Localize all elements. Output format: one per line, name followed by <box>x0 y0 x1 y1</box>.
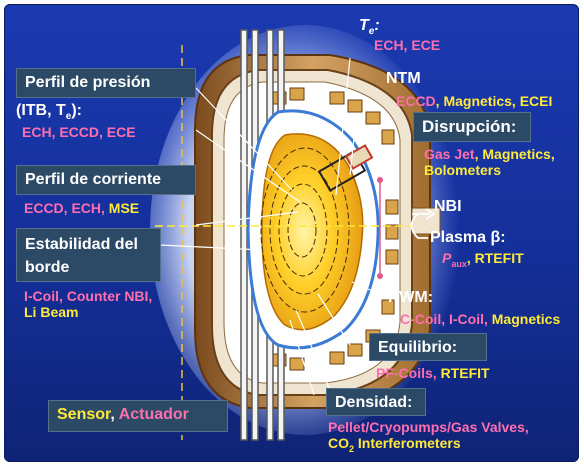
rwm-title: RWM: <box>388 289 433 307</box>
perfil-presion-box: Perfil de presión <box>16 68 196 98</box>
te-methods: ECH, ECE <box>374 37 440 53</box>
disrupcion-box: Disrupción: <box>413 112 531 142</box>
densidad-box: Densidad: <box>326 388 426 416</box>
plasma-beta-methods: Paux, RTEFIT <box>442 250 524 269</box>
equilibrio-methods: PF-Coils, RTEFIT <box>376 365 490 381</box>
rwm-methods: C-Coil, I-Coil, Magnetics <box>400 311 560 327</box>
disrupcion-methods: Gas Jet, Magnetics, Bolometers <box>424 146 555 178</box>
perfil-corriente-methods: ECCD, ECH, MSE <box>24 200 139 216</box>
legend-box: Sensor, Actuador <box>48 400 228 432</box>
equilibrio-box: Equilibrio: <box>369 333 487 361</box>
nbi-label: NBI <box>434 198 462 216</box>
perfil-presion-subtitle: (ITB, Te): <box>16 102 82 123</box>
ntm-title: NTM <box>386 70 421 88</box>
ntm-methods: ECCD, Magnetics, ECEI <box>396 93 552 109</box>
perfil-presion-methods: ECH, ECCD, ECE <box>22 124 136 140</box>
perfil-corriente-box: Perfil de corriente <box>16 165 196 195</box>
estabilidad-methods: I-Coil, Counter NBI, Li Beam <box>24 288 152 320</box>
densidad-methods: Pellet/Cryopumps/Gas Valves, CO2 Interfe… <box>328 419 529 454</box>
estabilidad-box: Estabilidad del borde <box>16 228 161 282</box>
plasma-beta-label: Plasma β: <box>430 229 506 247</box>
te-label: Te: <box>359 17 380 38</box>
